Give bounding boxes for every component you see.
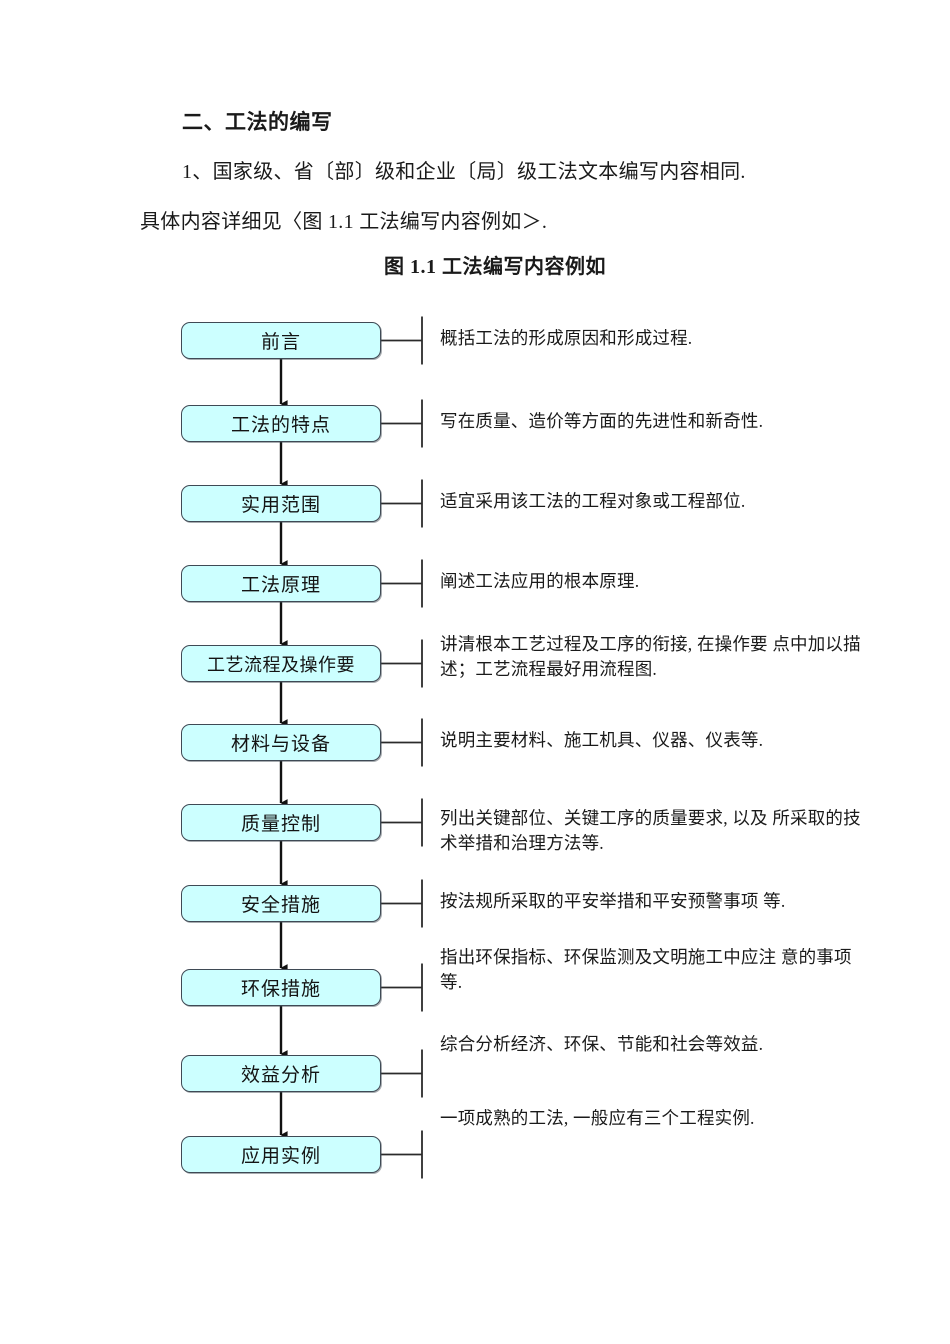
flow-node-5: 工艺流程及操作要 [181,645,381,682]
flow-node-3: 实用范围 [181,485,381,522]
flow-node-10: 效益分析 [181,1055,381,1092]
paragraph-2: 具体内容详细见〈图 1.1 工法编写内容例如＞. [140,211,548,233]
flow-node-label: 工法原理 [240,575,321,596]
flow-description-8: 按法规所采取的平安举措和平安预警事项 等. [440,891,786,911]
flow-node-4: 工法原理 [181,565,381,602]
flow-node-6: 材料与设备 [181,724,381,761]
flow-description-10: 综合分析经济、环保、节能和社会等效益. [440,1034,764,1054]
flow-node-label: 实用范围 [240,495,321,516]
flow-description-3: 适宜采用该工法的工程对象或工程部位. [440,491,746,511]
flow-node-11: 应用实例 [181,1136,381,1173]
flow-node-9: 环保措施 [181,969,381,1006]
paragraph-1: 1、国家级、省〔部〕级和企业〔局〕级工法文本编写内容相同. [182,161,746,183]
figure-caption-text: 图 1.1 工法编写内容例如 [384,256,606,278]
flow-node-label: 环保措施 [240,979,321,1000]
flow-node-1: 前言 [181,322,381,359]
flow-node-label: 安全措施 [240,895,321,916]
flow-description-4: 阐述工法应用的根本原理. [440,571,640,591]
flow-node-label: 前言 [260,332,301,353]
flow-description-6: 说明主要材料、施工机具、仪器、仪表等. [440,730,764,750]
flow-node-label: 应用实例 [240,1146,321,1167]
flow-node-7: 质量控制 [181,804,381,841]
flow-description-11: 一项成熟的工法, 一般应有三个工程实例. [440,1108,755,1128]
section-heading: 二、工法的编写 [182,110,333,134]
flow-node-label: 材料与设备 [230,734,331,755]
flow-description-9: 指出环保指标、环保监测及文明施工中应注 意的事项等. [440,947,852,992]
flow-node-label: 质量控制 [240,814,321,835]
flow-node-label: 效益分析 [240,1065,321,1086]
flow-description-1: 概括工法的形成原因和形成过程. [440,328,693,348]
flow-description-7: 列出关键部位、关键工序的质量要求, 以及 所采取的技术举措和治理方法等. [440,808,861,853]
flow-node-8: 安全措施 [181,885,381,922]
flow-description-5: 讲清根本工艺过程及工序的衔接, 在操作要 点中加以描述；工艺流程最好用流程图. [440,634,861,679]
flow-node-label: 工法的特点 [230,415,331,436]
figure-caption: 图 1.1 工法编写内容例如 [0,250,950,279]
flow-node-2: 工法的特点 [181,405,381,442]
flow-description-2: 写在质量、造价等方面的先进性和新奇性. [440,411,764,431]
flow-node-label: 工艺流程及操作要 [207,654,355,675]
